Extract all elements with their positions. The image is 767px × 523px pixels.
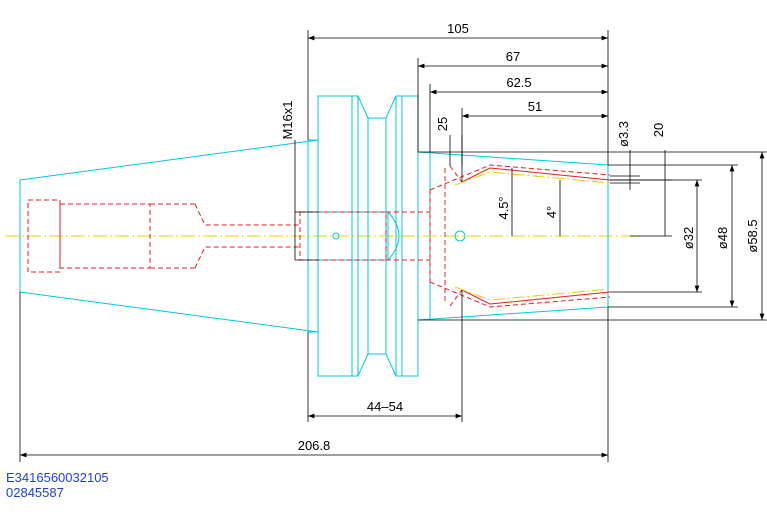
collet-cavity: [454, 167, 611, 305]
dim-105: 105: [307, 21, 609, 165]
dim-20-label: 20: [651, 123, 666, 137]
dim-angle-4: 4°: [544, 180, 561, 236]
dim-44-54: 44–54: [307, 290, 463, 422]
reference-code-line1: E3416560032105: [6, 470, 109, 485]
dim-67-label: 67: [506, 49, 520, 64]
reference-code-line2: 02845587: [6, 485, 64, 500]
hidden-lines: [27, 164, 611, 308]
dim-67: 67: [417, 49, 608, 152]
dim-51-label: 51: [528, 99, 542, 114]
dim-105-label: 105: [447, 21, 469, 36]
dim-dia-48: ø48: [608, 164, 738, 308]
dim-62-5: 62.5: [429, 75, 608, 152]
dim-3-3: ø3.3: [610, 121, 640, 190]
dim-angle-4-label: 4°: [544, 206, 559, 218]
dim-25-label: 25: [435, 117, 450, 131]
dim-44-54-label: 44–54: [367, 399, 403, 414]
taper-shank-outline: [19, 139, 319, 333]
dim-dia-32-label: ø32: [681, 227, 696, 249]
dim-dia-32: ø32: [610, 179, 702, 293]
dim-51: 51: [461, 99, 608, 182]
dim-angle-4-5: 4.5°: [496, 168, 513, 236]
dim-dia-58-5: ø58.5: [418, 151, 767, 321]
dim-thread-label: M16x1: [280, 100, 295, 139]
dim-dia-48-label: ø48: [715, 227, 730, 249]
dim-206-8-label: 206.8: [298, 438, 331, 453]
dim-dia-58-5-label: ø58.5: [745, 219, 760, 252]
dim-62-5-label: 62.5: [506, 75, 531, 90]
dim-thread: M16x1: [280, 100, 318, 261]
dim-angle-4-5-label: 4.5°: [496, 196, 511, 219]
dim-206-8: 206.8: [19, 292, 609, 462]
dim-3-3-label: ø3.3: [616, 121, 631, 147]
collet-nose-outline: [417, 151, 609, 321]
dim-25: 25: [435, 117, 463, 166]
